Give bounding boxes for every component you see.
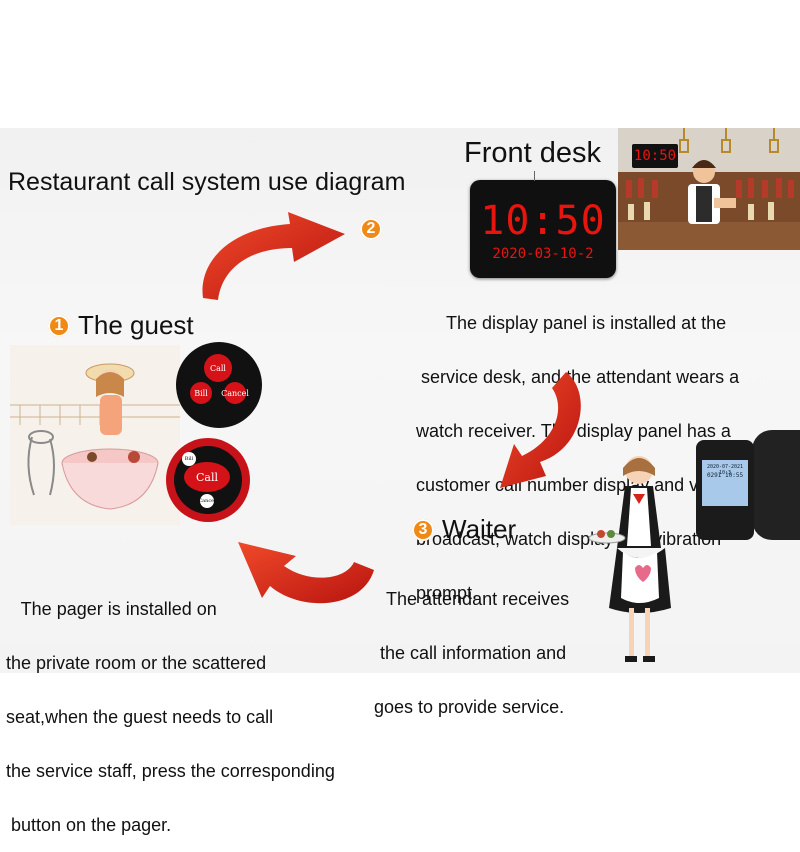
- antenna: [534, 171, 535, 181]
- guest-description: The pager is installed on the private ro…: [6, 564, 335, 852]
- display-panel-time: 10:50: [480, 198, 606, 244]
- display-panel-date: 2020-03-10-2: [492, 246, 594, 262]
- pager-large-bill-button: Bill: [182, 452, 196, 466]
- front-desk-line: prompt.: [416, 583, 478, 603]
- waiter-line: goes to provide service.: [374, 697, 565, 717]
- flow-arrows: [202, 212, 581, 604]
- pager-large: Call Bill Cancel: [166, 438, 250, 522]
- step-2-badge: 2: [360, 218, 390, 240]
- guest-illustration: [10, 345, 180, 525]
- watch-receiver: 2020-07-2021 10:3 0291 10:55: [696, 440, 754, 540]
- front-desk-line: service desk, and the attendant wears a: [421, 367, 740, 387]
- waiter-description: The attendant receives the call informat…: [374, 554, 569, 734]
- front-desk-line: The display panel is installed at the: [446, 313, 727, 333]
- step-3-waiter: 3 Waiter: [412, 514, 516, 545]
- step-1-guest: 1 The guest: [48, 310, 194, 341]
- guest-line: the service staff, press the correspondi…: [6, 761, 335, 781]
- watch-strap: [752, 430, 800, 540]
- bar-scene-image: 10:50: [618, 128, 800, 250]
- watch-screen-line-1: 2020-07-2021 10:3: [706, 464, 744, 476]
- pager-small-bill-button: Bill: [190, 382, 212, 404]
- pager-large-cancel-button: Cancel: [198, 494, 216, 508]
- front-desk-heading: Front desk: [464, 137, 601, 169]
- pager-small-call-button: Call: [204, 354, 232, 382]
- arrow-desk-to-waiter: [500, 372, 581, 488]
- pager-small-cancel-button: Cancel: [221, 382, 249, 404]
- diagram-title: Restaurant call system use diagram: [8, 168, 406, 196]
- pager-large-call-button: Call: [184, 462, 230, 492]
- guest-line: the private room or the scattered: [6, 653, 267, 673]
- waiter-line: the call information and: [380, 643, 567, 663]
- step-3-number: 3: [412, 518, 434, 541]
- arrow-guest-to-desk: [202, 212, 345, 300]
- step-2-number: 2: [360, 218, 382, 240]
- step-3-label: Waiter: [442, 514, 517, 544]
- watch-screen-line-2: 0291 10:55: [706, 472, 744, 479]
- display-panel: 10:50 2020-03-10-2: [470, 171, 616, 278]
- pager-small: Call Bill Cancel: [176, 342, 262, 428]
- waiter-line: The attendant receives: [386, 589, 570, 609]
- watch-screen: 2020-07-2021 10:3 0291 10:55: [702, 460, 748, 506]
- guest-line: button on the pager.: [6, 815, 172, 835]
- guest-line: The pager is installed on: [6, 599, 217, 619]
- step-1-label: The guest: [78, 310, 194, 340]
- front-desk-description: The display panel is installed at the se…: [416, 278, 739, 620]
- waiter-illustration: [588, 456, 671, 662]
- arrow-waiter-to-guest: [238, 542, 374, 604]
- mini-display-panel: 10:50: [632, 144, 678, 168]
- step-1-number: 1: [48, 314, 70, 337]
- guest-line: seat,when the guest needs to call: [6, 707, 274, 727]
